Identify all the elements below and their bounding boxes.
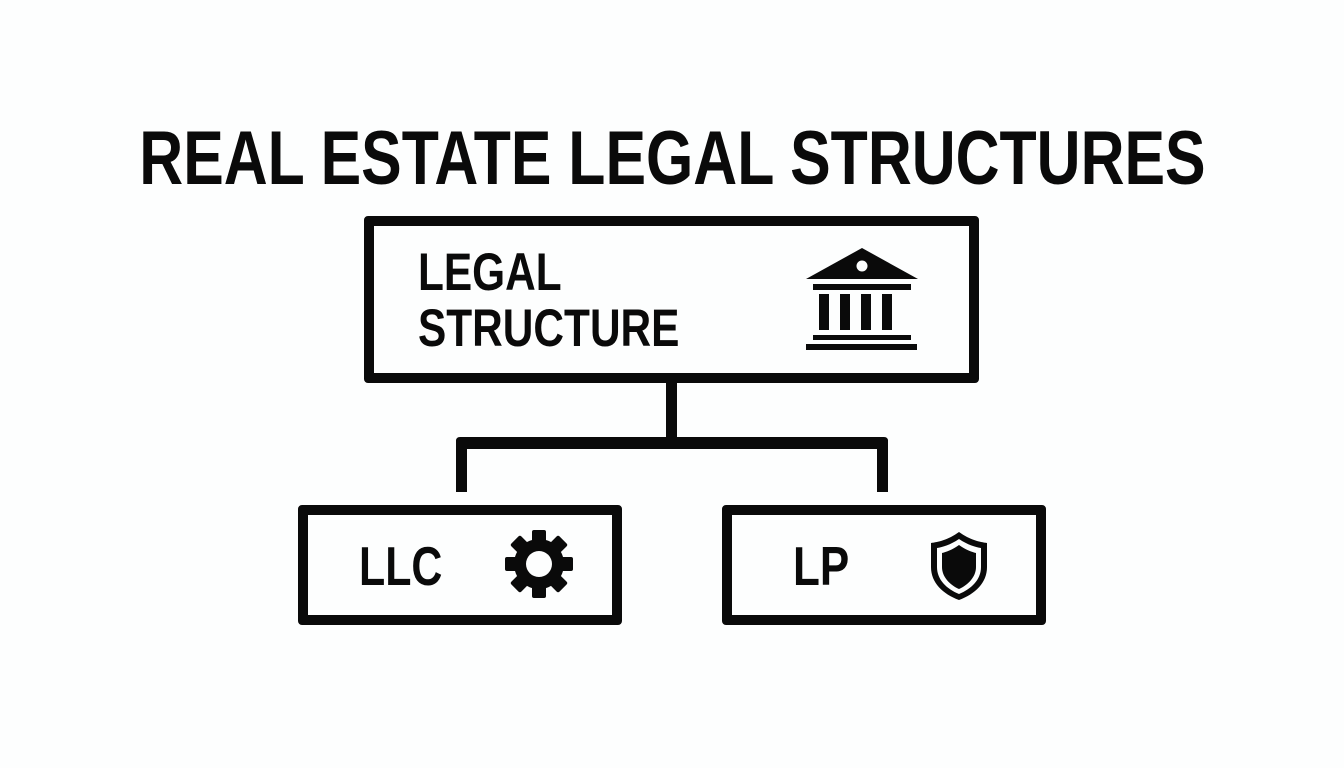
node-legal-structure: [364, 216, 979, 383]
node-legal-structure-label-line2: STRUCTURE: [418, 299, 680, 358]
connector-right-leg: [877, 444, 888, 492]
shield-icon: [931, 532, 987, 600]
bank-building-icon: [806, 248, 918, 350]
node-lp: [722, 505, 1046, 625]
node-llc-label: LLC: [359, 535, 443, 597]
node-legal-structure-label-line1: LEGAL: [418, 243, 562, 302]
gear-icon: [505, 530, 573, 598]
connector-trunk: [666, 380, 677, 440]
connector-left-leg: [456, 444, 467, 492]
node-lp-label: LP: [793, 535, 850, 597]
diagram-title-container: REAL ESTATE LEGAL STRUCTURES: [0, 121, 1344, 197]
diagram-title: REAL ESTATE LEGAL STRUCTURES: [138, 116, 1206, 201]
connector-branch: [456, 440, 888, 449]
